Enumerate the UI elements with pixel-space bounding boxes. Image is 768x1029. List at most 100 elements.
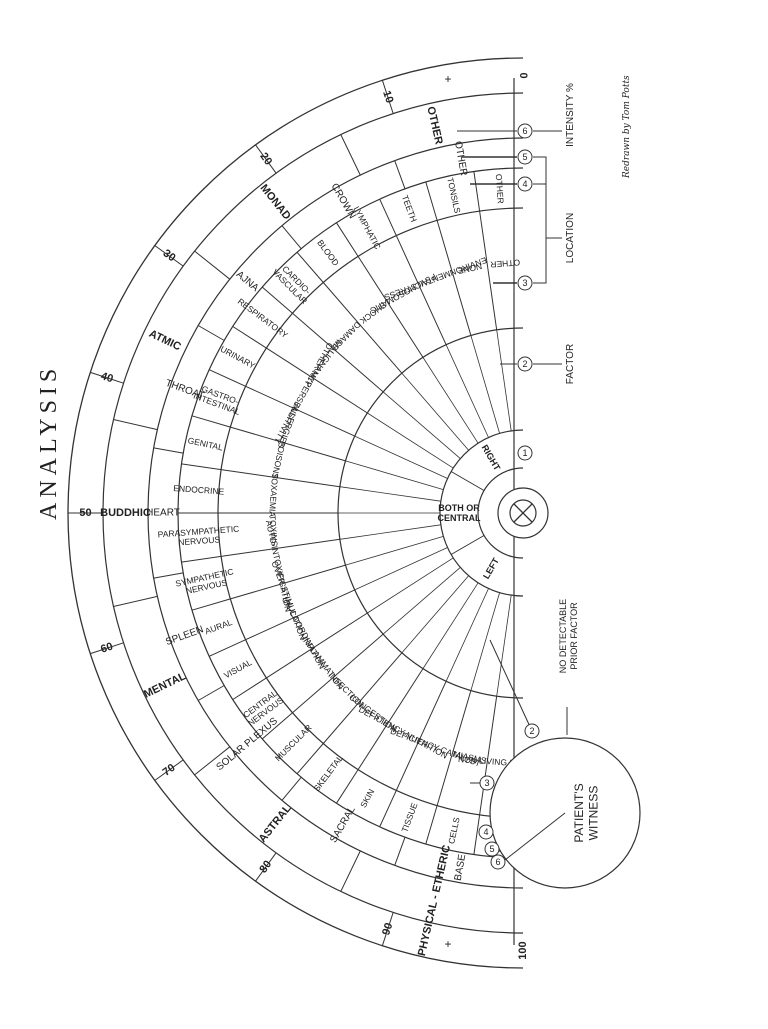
centre-label-1: CROWN (329, 182, 358, 221)
sides-inner-arc (477, 467, 524, 559)
axis-bottom-plus: + (444, 937, 451, 951)
page-title: ANALYSIS (36, 363, 62, 520)
system-label-8: GASTRO-INTESTINAL (192, 382, 245, 417)
factor-divider (357, 668, 424, 770)
plane-divider (340, 850, 361, 892)
factor-spoke (339, 486, 441, 502)
system-divider (296, 743, 324, 775)
plane-label-0: OTHER (424, 105, 444, 145)
system-divider (232, 326, 267, 349)
plane-divider (194, 746, 231, 776)
system-label-20: CELLS (446, 816, 462, 845)
centre-divider (281, 225, 302, 250)
factor-spoke (354, 547, 448, 591)
factor-marker-circle (517, 356, 533, 372)
scale-tick-mark (381, 80, 394, 114)
system-divider (473, 171, 481, 212)
intensity-label: INTENSITY % (565, 83, 576, 147)
centre-label-2: AJNA (234, 269, 261, 294)
system-divider (379, 790, 397, 828)
factor-spoke (367, 412, 454, 469)
scale-tick-mark (255, 852, 277, 882)
system-label-14: VISUAL (222, 657, 254, 680)
factor-spoke (354, 435, 448, 479)
system-label-13: AURAL (203, 617, 233, 636)
centre-label-5: SPLEEN (164, 624, 205, 648)
lower-line-2 (489, 639, 533, 732)
system-divider (181, 463, 222, 471)
factor-divider (357, 256, 424, 358)
system-divider (379, 198, 397, 236)
plane-label-3: BUDDHIC (100, 507, 151, 519)
factor-spoke (470, 335, 500, 434)
lower-marker-2-number: 2 (529, 726, 534, 736)
intensity-marker-number: 6 (522, 126, 527, 136)
factor-divider (230, 564, 346, 600)
system-divider (191, 415, 231, 428)
plane-label-2: ATMIC (147, 328, 183, 354)
planes-inner-arc (147, 137, 524, 889)
lower-marker-5-number: 5 (489, 844, 494, 854)
scale-tick-mark (90, 371, 124, 384)
intensity-marker-circle (517, 123, 533, 139)
centre-divider (197, 325, 225, 341)
factor-divider (292, 312, 384, 393)
system-label-10: ENDOCRINE (173, 483, 225, 497)
system-label-18: SKIN (358, 787, 376, 809)
side-marker-circle (517, 445, 533, 461)
factor-spoke (382, 567, 461, 635)
lower-marker-2-circle (524, 723, 540, 739)
centre-divider (197, 685, 225, 701)
factor-divider (479, 696, 498, 815)
scale-tick-mark (381, 912, 394, 946)
plane-divider (340, 134, 361, 176)
factor-divider (322, 282, 403, 374)
no-factor-label: NO DETECTABLEPRIOR FACTOR (558, 599, 579, 673)
factor-divider (221, 538, 340, 557)
lower-marker-4-number: 4 (483, 827, 488, 837)
system-label-1: TONSILS (445, 177, 463, 215)
factor-divider (245, 589, 355, 641)
centre-divider (153, 447, 184, 454)
factor-divider (221, 469, 340, 488)
system-label-3: LYMPHATIC (351, 205, 382, 251)
factor-label-7: OTHER HYPERSENSITIVITY (272, 341, 335, 446)
centre-divider (281, 776, 302, 801)
lower-marker-4-circle (478, 824, 494, 840)
factor-divider (266, 347, 368, 414)
system-label-4: BLOOD (315, 238, 341, 268)
system-divider (473, 814, 481, 855)
location-marker-5-circle (517, 149, 533, 165)
lower-marker-3-circle (479, 775, 495, 791)
system-divider (425, 805, 438, 845)
factor-divider (266, 612, 368, 679)
side-divider (450, 535, 485, 555)
factor-label: FACTOR (565, 344, 576, 384)
side-label-0: RIGHT (480, 443, 503, 473)
plane-divider (113, 419, 158, 431)
plane-divider (113, 595, 158, 607)
system-divider (261, 712, 293, 740)
factor-spoke (445, 588, 489, 682)
system-label-19: TISSUE (399, 801, 419, 834)
center-target (509, 499, 537, 527)
lower-marker-3-number: 3 (484, 778, 489, 788)
scale-tick-mark (154, 245, 184, 267)
system-divider (232, 677, 267, 700)
factor-spoke (445, 344, 489, 438)
factor-label-0: OTHER (490, 258, 520, 270)
system-divider (336, 769, 359, 804)
factor-divider (322, 652, 403, 744)
factor-marker-number: 2 (522, 359, 527, 369)
plane-label-5: ASTRAL (257, 802, 294, 845)
factor-divider (230, 426, 346, 462)
centre-label-8: BASE (453, 853, 469, 882)
center-cross-b (513, 503, 533, 523)
plane-label-1: MONAD (258, 182, 293, 222)
side-label-2: LEFT (481, 556, 501, 581)
system-label-0: OTHER (494, 174, 506, 204)
centre-label-0: OTHER (452, 140, 469, 176)
